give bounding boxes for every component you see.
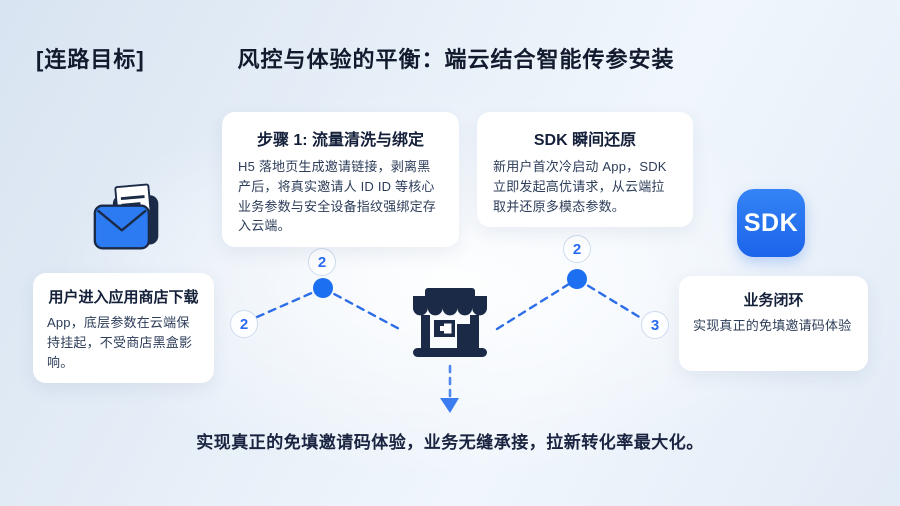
card-app-store-title: 用户进入应用商店下载 — [48, 289, 199, 306]
card-closed-loop-body: 实现真正的免填邀请码体验 — [693, 318, 852, 333]
storefront-icon — [413, 288, 487, 357]
card-closed-loop-title: 业务闭环 — [743, 292, 804, 309]
card-sdk-restore: SDK 瞬间还原 新用户首次冷启动 App，SDK 立即发起高优请求，从云端拉取… — [477, 112, 693, 228]
flow-node-dot — [313, 278, 333, 298]
flow-dash-segment — [575, 277, 643, 320]
sdk-app-icon: SDK — [737, 189, 805, 257]
card-sdk-title: SDK 瞬间还原 — [533, 132, 637, 149]
card-app-store-body: App，底层参数在云端保持挂起，不受商店黑盒影响。 — [47, 315, 193, 370]
card-business-closed-loop: 业务闭环 实现真正的免填邀请码体验 — [679, 276, 868, 371]
section-tag: [连路目标] — [36, 47, 145, 72]
flow-dash-segment — [255, 286, 325, 319]
step-badge: 3 — [641, 311, 669, 339]
page-title: 风控与体验的平衡：端云结合智能传参安装 — [237, 47, 675, 72]
card-step1-title: 步骤 1: 流量清洗与绑定 — [256, 132, 425, 149]
step-badge: 2 — [563, 235, 591, 263]
step-badge: 2 — [308, 248, 336, 276]
card-app-store-download: 用户进入应用商店下载 App，底层参数在云端保持挂起，不受商店黑盒影响。 — [33, 273, 214, 384]
flow-dash-segment — [495, 277, 579, 331]
flow-node-dot — [567, 269, 587, 289]
card-sdk-body: 新用户首次冷启动 App，SDK 立即发起高优请求，从云端拉取并还原多模态参数。 — [493, 159, 667, 214]
flow-dash-segment — [321, 286, 405, 333]
sdk-app-label: SDK — [743, 208, 799, 237]
card-step1-body: H5 落地页生成邀请链接，剥离黑产后，将真实邀请人 ID ID 等核心业务参数与… — [238, 159, 437, 234]
card-step1-traffic-cleaning: 步骤 1: 流量清洗与绑定 H5 落地页生成邀请链接，剥离黑产后，将真实邀请人 … — [222, 112, 459, 247]
mail-tray-icon — [93, 183, 159, 250]
down-arrow-icon — [440, 398, 459, 413]
step-badge: 2 — [230, 310, 258, 338]
conclusion-text: 实现真正的免填邀请码体验，业务无缝承接，拉新转化率最大化。 — [196, 433, 704, 452]
